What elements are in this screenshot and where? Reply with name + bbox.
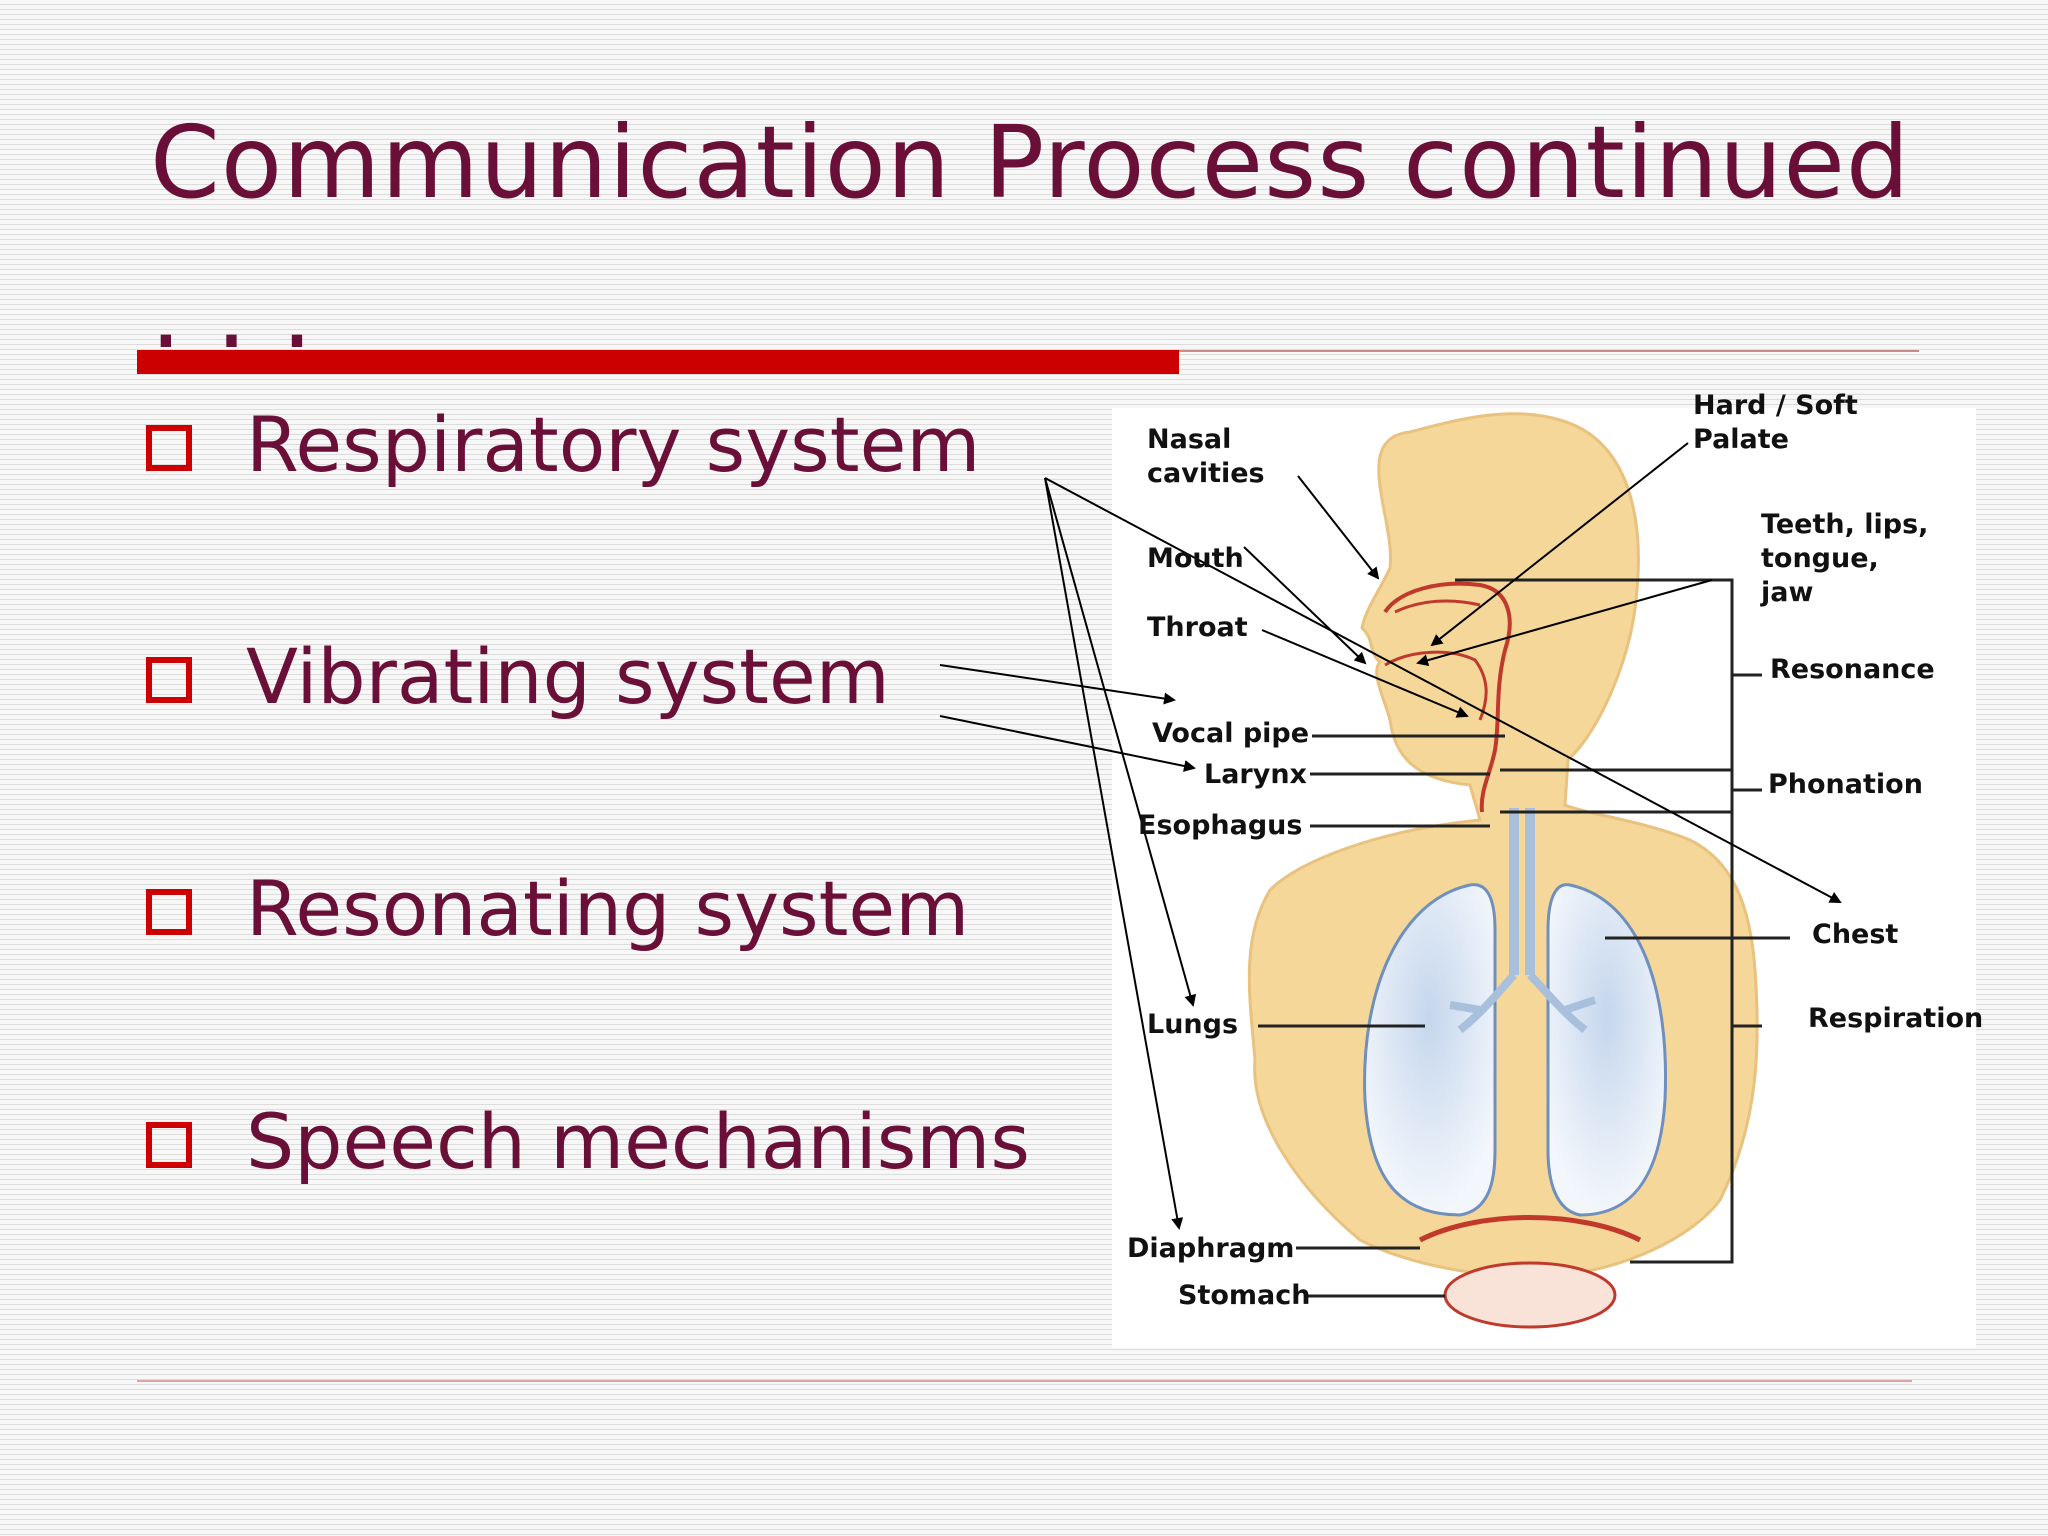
pointer-arrows	[939, 442, 1842, 1230]
diaphragm-band	[1418, 1215, 1642, 1243]
label-esophagus: Esophagus	[1138, 810, 1302, 841]
system-bracket	[1455, 578, 1734, 1264]
label-mouth: Mouth	[1147, 543, 1244, 574]
bullet-item: Resonating system	[146, 864, 1146, 999]
square-bullet-icon	[146, 1122, 192, 1168]
label-nasal-cavities-line2: cavities	[1147, 458, 1265, 489]
label-nasal-cavities-line1: Nasal	[1147, 424, 1231, 455]
nasal-cavity	[1394, 599, 1481, 614]
title-divider	[1179, 350, 1919, 352]
label-larynx: Larynx	[1204, 759, 1307, 790]
square-bullet-icon	[146, 889, 192, 935]
label-teeth-line2: tongue,	[1761, 543, 1879, 574]
slide-title-line1: Communication Process continued	[150, 104, 1911, 221]
vocal-tract	[1383, 581, 1512, 813]
square-bullet-icon	[146, 657, 192, 703]
bullet-item: Speech mechanisms	[146, 1097, 1146, 1232]
bronchi	[1449, 972, 1597, 1034]
label-resonance: Resonance	[1770, 654, 1935, 685]
label-hard-soft-line1: Hard / Soft	[1693, 390, 1858, 421]
label-stomach: Stomach	[1178, 1280, 1310, 1311]
label-lungs: Lungs	[1147, 1009, 1238, 1040]
bracket-ticks	[1732, 673, 1762, 1028]
footer-divider	[137, 1380, 1912, 1382]
label-throat: Throat	[1147, 612, 1248, 643]
label-phonation: Phonation	[1768, 769, 1923, 800]
label-teeth-line3: jaw	[1760, 577, 1813, 608]
trachea	[1509, 808, 1535, 975]
left-lung	[1363, 883, 1497, 1217]
label-hard-soft-line2: Palate	[1693, 424, 1789, 455]
bullet-label: Vibrating system	[246, 632, 890, 721]
oral-cavity	[1384, 650, 1488, 721]
label-diaphragm: Diaphragm	[1127, 1233, 1294, 1264]
title-accent-bar	[137, 350, 1179, 374]
leader-lines	[1258, 734, 1790, 1298]
stomach-shape	[1443, 1261, 1617, 1329]
bullet-label: Speech mechanisms	[246, 1097, 1030, 1186]
label-respiration: Respiration	[1808, 1003, 1983, 1034]
bullet-item: Vibrating system	[146, 632, 1146, 767]
label-vocal-pipe: Vocal pipe	[1152, 718, 1309, 749]
bullet-label: Respiratory system	[246, 400, 981, 489]
label-chest: Chest	[1812, 919, 1898, 950]
bullet-label: Resonating system	[246, 864, 970, 953]
square-bullet-icon	[146, 425, 192, 471]
right-lung	[1546, 883, 1668, 1217]
bullet-item: Respiratory system	[146, 400, 1146, 535]
slide-title: Communication Process continued . . .	[150, 88, 1950, 388]
label-teeth-line1: Teeth, lips,	[1761, 509, 1928, 540]
